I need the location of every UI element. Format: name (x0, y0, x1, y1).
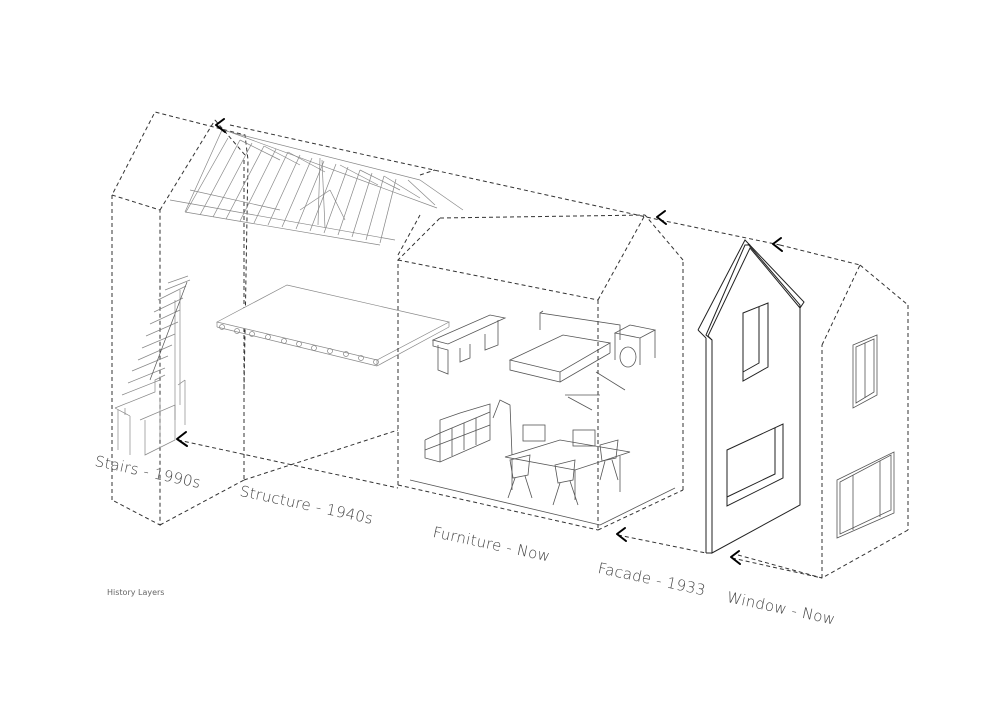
furniture-layer-outline (397, 214, 684, 531)
diagram-caption: History Layers (107, 588, 165, 597)
arrow-stairs-icon (176, 431, 188, 447)
timeline-connectors (177, 219, 823, 579)
facade-wall-drawing (697, 239, 805, 554)
window-frames-drawing (836, 334, 895, 539)
arrow-structure-icon (215, 118, 226, 133)
arrow-facade-icon (616, 527, 627, 542)
staircase-drawing (114, 275, 191, 456)
arrow-window-top-icon (772, 237, 783, 252)
arrow-window-bottom-icon (730, 550, 741, 565)
roof-truss-drawing (169, 129, 464, 246)
window-layer-outline (737, 244, 909, 579)
floor-slab-drawing (216, 284, 450, 367)
furniture-drawing (409, 310, 676, 526)
stairs-layer-outline (111, 111, 249, 526)
arrow-furniture-icon (656, 210, 667, 225)
structure-layer-outline (214, 119, 661, 481)
